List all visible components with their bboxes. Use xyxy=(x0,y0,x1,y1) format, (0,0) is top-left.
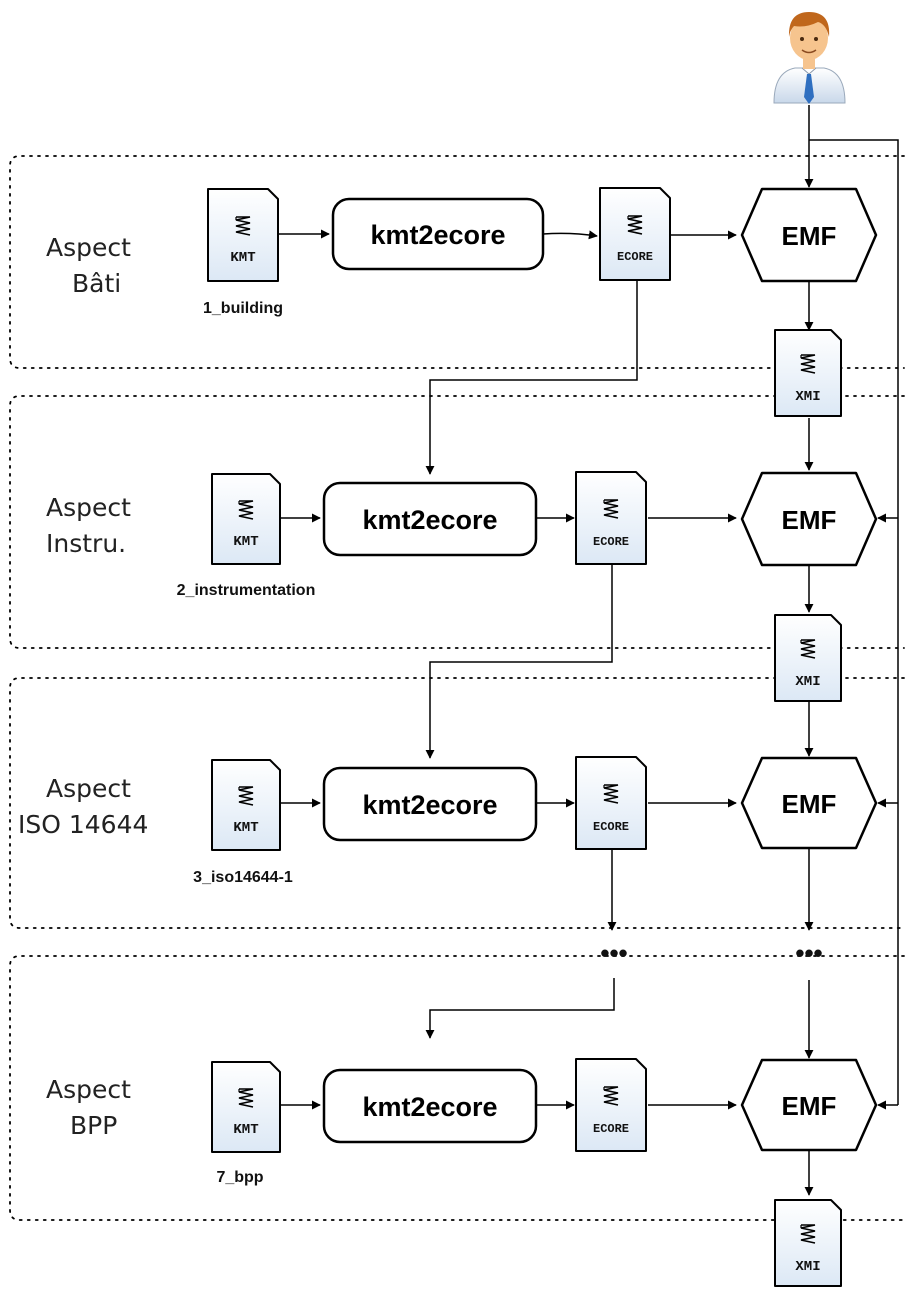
xmi-document-icon: XMI xyxy=(774,614,842,702)
kmt2ecore-process-box: kmt2ecore xyxy=(322,481,538,557)
file-caption: 7_bpp xyxy=(216,1169,263,1186)
aspect-label-line2: Instru. xyxy=(46,529,126,558)
ecore-document-icon: ECORE xyxy=(575,756,647,850)
file-caption: 1_building xyxy=(203,300,283,317)
aspect-label-line2: BPP xyxy=(70,1111,117,1140)
aspect-row-bpp: Aspect BPP KMT 7_bpp kmt2ecore ECORE EMF xyxy=(46,1058,878,1186)
aspect-frame-batti xyxy=(9,155,905,369)
xmi-label: XMI xyxy=(795,1259,820,1275)
emf-decision-node: EMF xyxy=(740,187,878,283)
xmi-document-icon: XMI xyxy=(774,329,842,417)
process-label: kmt2ecore xyxy=(362,790,497,820)
kmt2ecore-process-box: kmt2ecore xyxy=(322,1068,538,1144)
aspect-label-line1: Aspect xyxy=(46,774,131,803)
aspect-row-iso: Aspect ISO 14644 KMT 3_iso14644-1 kmt2ec… xyxy=(18,756,878,886)
ecore-document-icon: ECORE xyxy=(575,1058,647,1152)
ecore-label: ECORE xyxy=(593,820,629,834)
ellipsis-left: ••• xyxy=(600,938,627,968)
emf-decision-node: EMF xyxy=(740,756,878,850)
aspect-label-line2: ISO 14644 xyxy=(18,810,148,839)
xmi-document-icon: XMI xyxy=(774,1199,842,1287)
kmt2ecore-process-box: kmt2ecore xyxy=(322,766,538,842)
aspect-label-line1: Aspect xyxy=(46,233,131,262)
kmt-document-icon: KMT xyxy=(211,473,281,565)
aspect-frame-iso xyxy=(9,677,905,929)
aspect-label-line1: Aspect xyxy=(46,1075,131,1104)
file-caption: 2_instrumentation xyxy=(177,582,316,599)
xmi-label: XMI xyxy=(795,389,820,405)
emf-decision-node: EMF xyxy=(740,471,878,567)
kmt-label: KMT xyxy=(233,820,258,836)
file-caption: 3_iso14644-1 xyxy=(193,869,293,886)
aspect-row-instru: Aspect Instru. KMT 2_instrumentation kmt… xyxy=(46,471,878,599)
process-label: kmt2ecore xyxy=(370,220,505,250)
ecore-label: ECORE xyxy=(617,250,653,264)
user-avatar-icon xyxy=(773,12,846,104)
kmt-document-icon: KMT xyxy=(211,1061,281,1153)
kmt-document-icon: KMT xyxy=(207,188,279,282)
aspect-label-line1: Aspect xyxy=(46,493,131,522)
emf-label: EMF xyxy=(782,789,837,819)
emf-label: EMF xyxy=(782,505,837,535)
process-label: kmt2ecore xyxy=(362,505,497,535)
emf-decision-node: EMF xyxy=(740,1058,878,1152)
process-label: kmt2ecore xyxy=(362,1092,497,1122)
kmt-label: KMT xyxy=(233,1122,258,1138)
ecore-label: ECORE xyxy=(593,535,629,549)
aspect-label-line2: Bâti xyxy=(72,269,121,298)
kmt-label: KMT xyxy=(233,534,258,550)
ecore-document-icon: ECORE xyxy=(575,471,647,565)
emf-label: EMF xyxy=(782,221,837,251)
connectors xyxy=(278,105,899,1196)
aspect-frame-instru xyxy=(9,395,905,649)
ecore-label: ECORE xyxy=(593,1122,629,1136)
kmt-document-icon: KMT xyxy=(211,759,281,851)
ellipsis-right: ••• xyxy=(795,938,822,968)
ecore-document-icon: ECORE xyxy=(599,187,671,281)
emf-label: EMF xyxy=(782,1091,837,1121)
aspect-row-batti: Aspect Bâti KMT 1_building kmt2ecore ECO… xyxy=(46,187,878,317)
aspect-frame-bpp xyxy=(9,955,905,1221)
kmt-label: KMT xyxy=(230,250,255,266)
xmi-label: XMI xyxy=(795,674,820,690)
kmt2ecore-process-box: kmt2ecore xyxy=(331,197,545,271)
